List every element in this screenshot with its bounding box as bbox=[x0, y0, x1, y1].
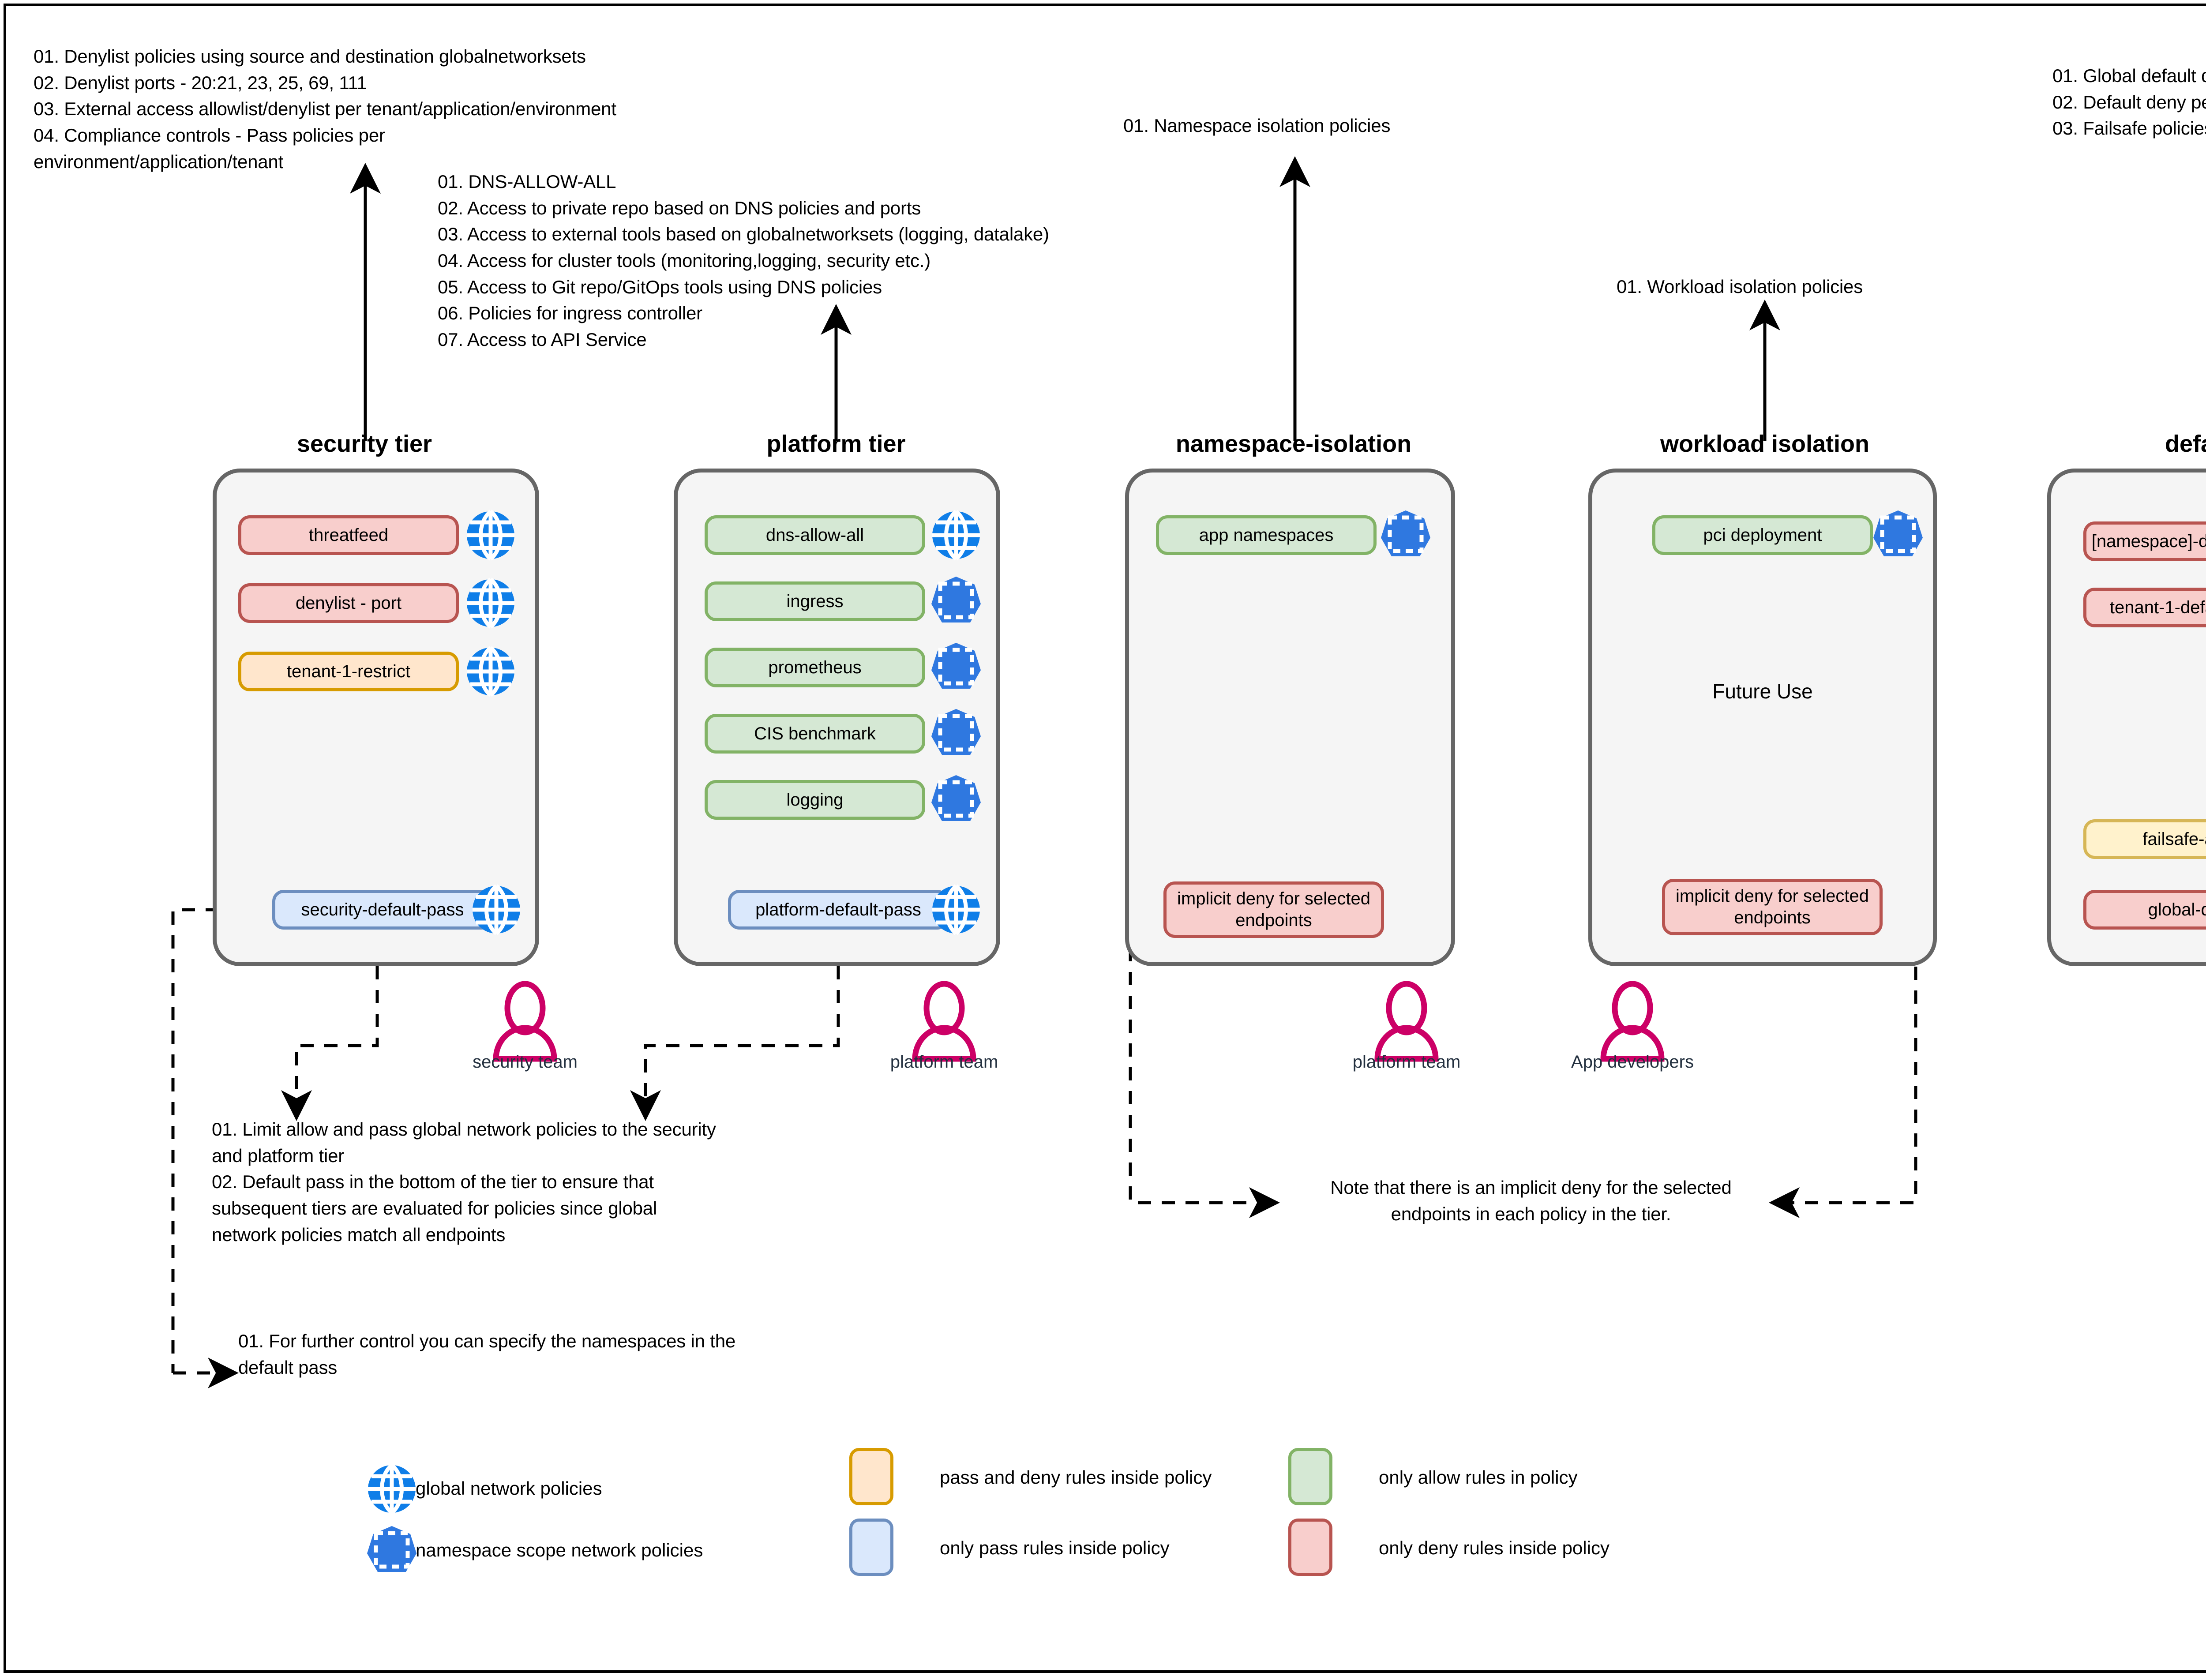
policy-app-namespaces[interactable]: app namespaces bbox=[1156, 515, 1377, 555]
policy-prometheus[interactable]: prometheus bbox=[705, 648, 925, 687]
platform-tier-notes: 01. DNS-ALLOW-ALL 02. Access to private … bbox=[438, 171, 1049, 350]
legend-label-only-deny: only deny rules inside policy bbox=[1379, 1538, 1609, 1558]
policy-tenant-1-restrict[interactable]: tenant-1-restrict bbox=[238, 652, 459, 691]
actor-label-platform-team: platform team bbox=[890, 1052, 998, 1072]
default-tier-notes: 01. Global default deny 02. Default deny… bbox=[2052, 65, 2206, 139]
tier-title-security: security tier bbox=[296, 431, 432, 457]
policy-implicit-deny-workload[interactable]: implicit deny for selected endpoints bbox=[1662, 879, 1883, 935]
policy-namespace-default-deny[interactable]: [namespace]-default-deny bbox=[2083, 521, 2206, 561]
legend-label-global-network-policies: global network policies bbox=[416, 1478, 602, 1499]
actor-label-app-developers: App developers bbox=[1571, 1052, 1694, 1072]
tier-title-workload-isolation: workload isolation bbox=[1660, 431, 1870, 457]
policy-tenant-1-default-deny[interactable]: tenant-1-default-deny bbox=[2083, 588, 2206, 627]
legend-label-namespace-scope-network-policies: namespace scope network policies bbox=[416, 1540, 703, 1560]
legend-label-only-pass: only pass rules inside policy bbox=[940, 1538, 1170, 1558]
policy-global-deny[interactable]: global-deny bbox=[2083, 890, 2206, 930]
workload-isolation-note: 01. Workload isolation policies bbox=[1617, 276, 1863, 297]
legend-swatch-pass-and-deny bbox=[849, 1448, 893, 1505]
namespaces-in-default-pass-note: 01. For further control you can specify … bbox=[238, 1331, 736, 1378]
policy-threatfeed[interactable]: threatfeed bbox=[238, 515, 459, 555]
tier-title-platform: platform tier bbox=[766, 431, 906, 457]
policy-security-default-pass[interactable]: security-default-pass bbox=[272, 890, 493, 930]
namespace-isolation-note: 01. Namespace isolation policies bbox=[1123, 115, 1391, 136]
tier-title-default: default tier bbox=[2165, 431, 2206, 457]
legend-label-only-allow: only allow rules in policy bbox=[1379, 1467, 1578, 1488]
policy-cis-benchmark[interactable]: CIS benchmark bbox=[705, 714, 925, 754]
legend-label-pass-and-deny: pass and deny rules inside policy bbox=[940, 1467, 1212, 1488]
legend-swatch-only-deny bbox=[1288, 1519, 1332, 1576]
policy-dns-allow-all[interactable]: dns-allow-all bbox=[705, 515, 925, 555]
policy-platform-default-pass[interactable]: platform-default-pass bbox=[728, 890, 949, 930]
policy-logging[interactable]: logging bbox=[705, 780, 925, 820]
legend-swatch-only-pass bbox=[849, 1519, 893, 1576]
policy-ingress[interactable]: ingress bbox=[705, 581, 925, 621]
legend-swatch-only-allow bbox=[1288, 1448, 1332, 1505]
implicit-deny-note: Note that there is an implicit deny for … bbox=[1330, 1177, 1732, 1224]
policy-pci-deployment[interactable]: pci deployment bbox=[1652, 515, 1873, 555]
workload-future-use-label: Future Use bbox=[1712, 680, 1813, 703]
actor-label-platform-team-2: platform team bbox=[1352, 1052, 1461, 1072]
actor-label-security-team: security team bbox=[473, 1052, 578, 1072]
tier-title-namespace-isolation: namespace-isolation bbox=[1175, 431, 1412, 457]
policy-failsafe-allow[interactable]: failsafe-allow bbox=[2083, 819, 2206, 859]
default-pass-guidance-note: 01. Limit allow and pass global network … bbox=[212, 1119, 716, 1245]
diagram-border bbox=[4, 4, 2206, 1673]
policy-implicit-deny-namespace[interactable]: implicit deny for selected endpoints bbox=[1163, 881, 1384, 938]
policy-denylist-port[interactable]: denylist - port bbox=[238, 583, 459, 623]
security-tier-notes: 01. Denylist policies using source and d… bbox=[34, 46, 616, 172]
